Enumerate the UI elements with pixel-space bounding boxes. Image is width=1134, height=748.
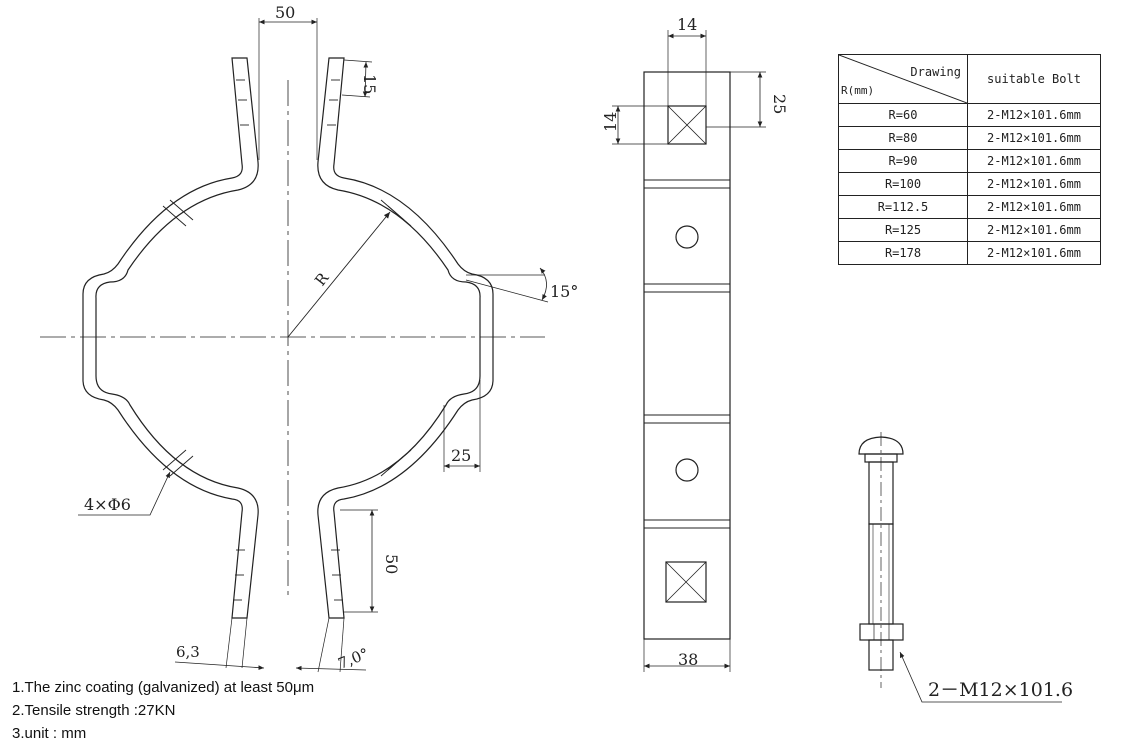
row-r: R=100 — [838, 172, 968, 196]
row-r: R=112.5 — [838, 195, 968, 219]
bolt-nut — [859, 623, 904, 641]
row-r: R=90 — [838, 149, 968, 173]
note-3: 3.unit : mm — [12, 725, 87, 742]
radius-line — [287, 211, 391, 338]
holes-label: 4×Φ6 — [84, 495, 131, 514]
row-r: R=80 — [838, 126, 968, 150]
dim-70-label: 7,0° — [336, 644, 372, 672]
strap-dim-38: 38 — [678, 650, 698, 669]
header-r: R(mm) — [841, 84, 875, 97]
dim-15: 15 — [360, 74, 379, 94]
row-bolt: 2-M12×101.6mm — [967, 126, 1101, 150]
square-hole-top — [667, 105, 707, 145]
clamp-view — [40, 18, 549, 673]
row-r: R=60 — [838, 103, 968, 127]
round-hole-top — [675, 225, 699, 249]
dim-top-50: 50 — [275, 3, 295, 22]
header-diagonal — [839, 55, 967, 103]
row-bolt: 2-M12×101.6mm — [967, 195, 1101, 219]
strap-dim-14-side: 14 — [601, 112, 620, 132]
dim-63-label: 6,3 — [176, 643, 200, 661]
header-drawing: Drawing — [910, 65, 961, 79]
bolt-label: 2－M12×101.6 — [928, 679, 1073, 701]
clamp-outer-outline — [82, 57, 259, 619]
dim-25-label: 25 — [451, 446, 471, 465]
strap-dim-14-top: 14 — [677, 15, 697, 34]
bolt-head — [858, 436, 904, 455]
row-bolt: 2-M12×101.6mm — [967, 103, 1101, 127]
strap-dim-25: 25 — [770, 94, 789, 114]
row-r: R=178 — [838, 241, 968, 265]
band-hole-marks — [162, 79, 412, 601]
row-bolt: 2-M12×101.6mm — [967, 241, 1101, 265]
strap-outline — [643, 71, 731, 640]
clamp-outer-outline-right — [317, 57, 494, 619]
row-bolt: 2-M12×101.6mm — [967, 149, 1101, 173]
row-r: R=125 — [838, 218, 968, 242]
notes: 1.The zinc coating (galvanized) at least… — [12, 676, 314, 745]
round-hole-bottom — [675, 458, 699, 482]
note-1: 1.The zinc coating (galvanized) at least… — [12, 679, 315, 696]
strap-view — [612, 30, 766, 672]
header-bolt: suitable Bolt — [967, 54, 1101, 104]
row-bolt: 2-M12×101.6mm — [967, 218, 1101, 242]
row-bolt: 2-M12×101.6mm — [967, 172, 1101, 196]
bolt-view — [858, 432, 1062, 703]
bolt-end — [868, 639, 894, 671]
square-hole-bottom — [665, 561, 707, 603]
note-2: 2.Tensile strength :27KN — [12, 702, 176, 719]
angle-15-label: 15° — [550, 282, 578, 301]
dim-50-label: 50 — [382, 554, 401, 574]
table-header-diagonal-cell: Drawing R(mm) — [838, 54, 968, 104]
